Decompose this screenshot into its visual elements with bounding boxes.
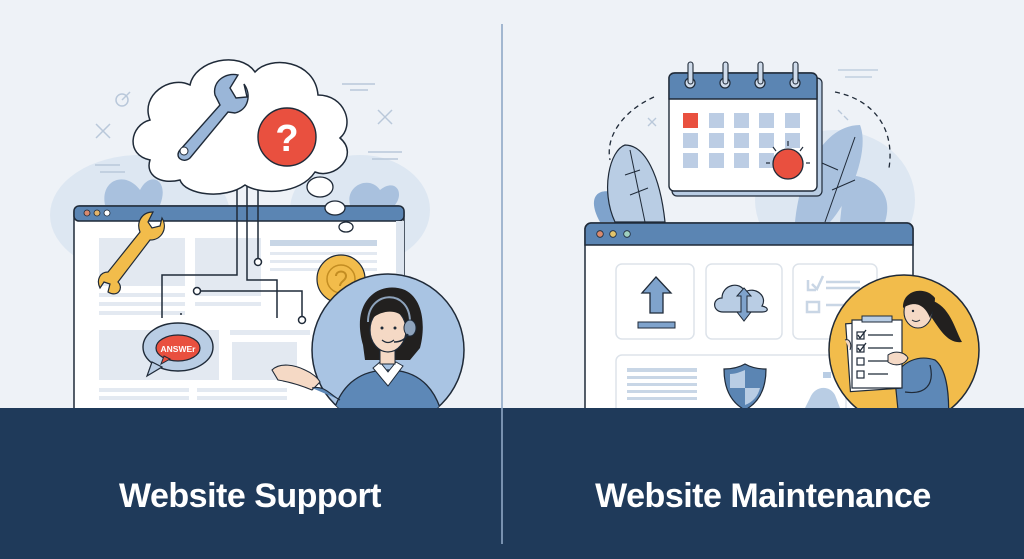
svg-text:?: ? xyxy=(275,118,298,160)
answer-speech-bubble: ANSWEr xyxy=(142,322,214,378)
caption-bar xyxy=(0,408,1024,559)
panel-divider xyxy=(501,24,503,544)
sparkle-icon xyxy=(95,83,402,173)
maintenance-person-avatar xyxy=(828,274,980,408)
question-mark-icon: ? xyxy=(257,107,317,167)
clipboard-checklist xyxy=(844,315,909,393)
support-illustration: ? ANSWEr xyxy=(50,59,465,408)
sun-alert-icon xyxy=(766,141,810,180)
dashed-arc xyxy=(608,96,655,161)
window-dot-icon xyxy=(83,209,91,217)
window-dot-icon xyxy=(623,230,631,238)
wrench-icon xyxy=(177,73,249,161)
window-dot-icon xyxy=(596,230,604,238)
checkbox-checked-icon xyxy=(856,344,865,353)
svg-text:ANSWEr: ANSWEr xyxy=(161,344,197,354)
wrench-icon xyxy=(97,211,165,295)
maintenance-illustration xyxy=(584,61,980,408)
leaf-icon xyxy=(593,125,888,223)
sparkle-icon xyxy=(647,69,878,127)
upload-icon xyxy=(637,276,676,329)
cloud-sync-icon xyxy=(714,284,768,322)
checkbox-empty-icon xyxy=(856,357,865,366)
puzzle-icon xyxy=(805,372,840,408)
window-dot-icon xyxy=(103,209,111,217)
support-agent-avatar xyxy=(271,273,465,408)
shield-icon xyxy=(723,363,767,408)
dashed-arc xyxy=(834,91,891,169)
checkbox-checked-icon xyxy=(856,331,865,340)
website-support-title: Website Support xyxy=(119,477,382,515)
website-support-panel: ? ANSWEr xyxy=(0,0,500,408)
calendar-icon xyxy=(668,61,823,197)
checkbox-empty-icon xyxy=(856,370,865,379)
checklist-icon xyxy=(805,275,860,314)
leaf-icon xyxy=(104,179,400,205)
website-maintenance-panel xyxy=(502,0,1024,408)
window-dot-icon xyxy=(93,209,101,217)
window-dot-icon xyxy=(609,230,617,238)
connector-lines xyxy=(161,180,307,325)
website-maintenance-title: Website Maintenance xyxy=(595,477,931,515)
headset-icon xyxy=(367,296,411,323)
